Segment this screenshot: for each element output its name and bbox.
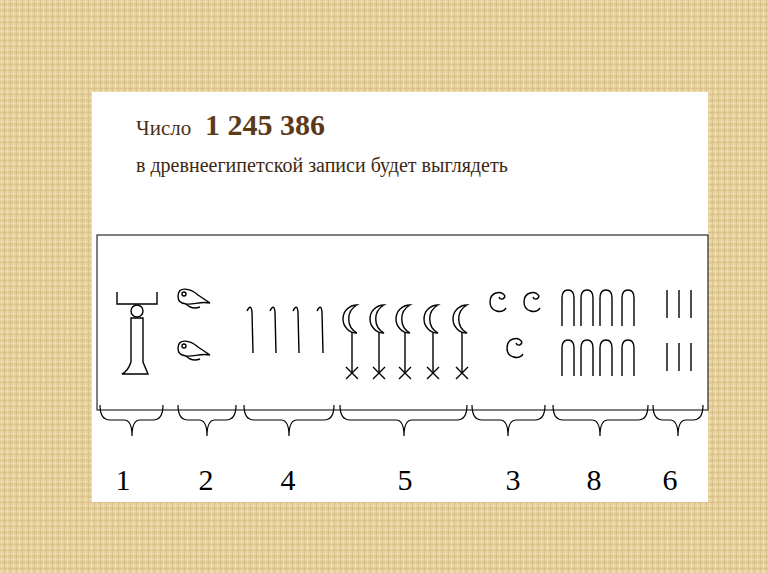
stroke-glyph — [667, 343, 668, 371]
coil-glyph — [507, 339, 523, 358]
stroke-glyph — [667, 290, 668, 318]
heel-glyph — [562, 340, 574, 376]
body — [122, 318, 148, 374]
heel-glyph — [600, 340, 612, 376]
lotus-glyph — [453, 305, 468, 379]
heel-glyph — [622, 290, 634, 326]
tadpole-glyph — [178, 289, 210, 308]
heel-glyph — [562, 290, 574, 326]
coil-glyph — [524, 293, 540, 312]
finger-glyph — [293, 307, 299, 353]
finger-glyph — [317, 307, 323, 353]
curly-brace — [100, 405, 163, 436]
title-word: Число — [136, 118, 191, 139]
digit-label: 2 — [199, 465, 214, 495]
finger-glyph — [247, 307, 253, 353]
curly-brace — [244, 405, 334, 436]
digit-label: 6 — [663, 465, 678, 495]
stroke-glyph — [691, 290, 692, 318]
digit-label-holder: 4 — [281, 465, 296, 495]
finger-glyph — [270, 307, 276, 353]
lotus-glyph — [343, 305, 358, 379]
lotus-glyph — [396, 305, 411, 379]
heel-glyph — [581, 290, 593, 326]
curly-brace — [472, 405, 545, 436]
curly-brace — [553, 405, 648, 436]
curly-brace — [178, 405, 236, 436]
raised-arms — [117, 292, 157, 304]
digit-label-holder: 5 — [398, 465, 413, 495]
stroke-glyph — [679, 343, 680, 371]
white-panel — [92, 92, 708, 502]
heel-glyph — [600, 290, 612, 326]
hieroglyph-frame — [97, 235, 708, 410]
tadpole-glyph — [178, 341, 210, 360]
digit-label-holder: 3 — [506, 465, 521, 495]
stroke-glyph — [679, 290, 680, 318]
digit-label-holder: 8 — [587, 465, 602, 495]
million-glyph — [117, 292, 157, 374]
curly-brace — [340, 405, 467, 436]
digit-label-holder: 2 — [199, 465, 214, 495]
digit-label-holder: 6 — [663, 465, 678, 495]
heel-glyph — [622, 340, 634, 376]
heel-glyph — [581, 340, 593, 376]
digit-label: 4 — [281, 465, 296, 495]
digit-label: 5 — [398, 465, 413, 495]
digit-label: 1 — [116, 465, 131, 495]
subtitle: в древнеегипетской записи будет выглядет… — [136, 155, 508, 175]
title-number-holder: 1 245 386 — [205, 110, 325, 140]
digit-label-holder: 1 — [116, 465, 131, 495]
title-number: 1 245 386 — [205, 110, 325, 140]
title-word-holder: Число — [136, 118, 191, 139]
head — [131, 305, 143, 317]
curly-brace — [653, 405, 703, 436]
stroke-glyph — [691, 343, 692, 371]
digit-label: 8 — [587, 465, 602, 495]
subtitle-holder: в древнеегипетской записи будет выглядет… — [136, 155, 508, 175]
lotus-glyph — [370, 305, 385, 379]
coil-glyph — [490, 293, 506, 312]
digit-label: 3 — [506, 465, 521, 495]
lotus-glyph — [424, 305, 439, 379]
